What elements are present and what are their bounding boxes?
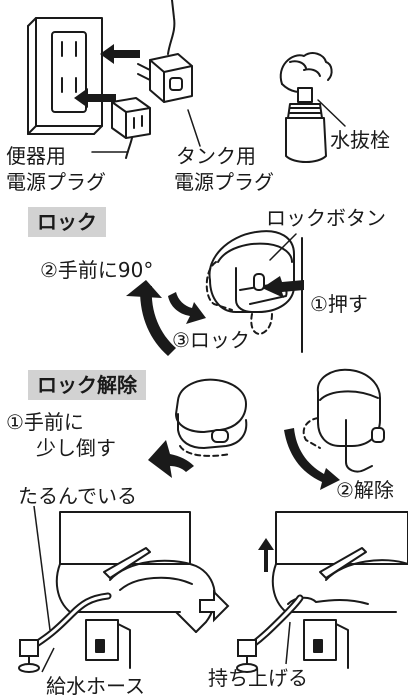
hose-slack-label: たるんでいる [18, 484, 137, 508]
lift-up-label: 持ち上げる [208, 666, 308, 690]
toilet-left-illustration [55, 511, 216, 669]
tank-power-plug [137, 0, 193, 103]
tank-plug-label-1: タンク用 [176, 144, 256, 168]
unlock-lever-left [175, 378, 248, 457]
unlock-step-1-label-1: ①手前に [6, 410, 84, 434]
hand-with-drain-plug [279, 52, 333, 163]
toilet-right-illustration [271, 511, 408, 669]
drain-plug-label: 水抜栓 [330, 128, 390, 152]
toilet-plug-label-1: 便器用 [6, 144, 66, 168]
lock-section-header: ロック [28, 207, 106, 237]
tank-plug-label-2: 電源プラグ [174, 170, 274, 194]
unlock-step-2-label: ②解除 [336, 478, 394, 502]
toilet-power-plug [111, 97, 151, 159]
unlock-lever-right [302, 368, 385, 473]
lock-step-2-label: ②手前に90° [40, 258, 154, 282]
wall-outlet [27, 17, 103, 135]
lock-step-3-label: ③ロック [172, 328, 250, 352]
lock-step-1-label: ①押す [310, 292, 368, 316]
lock-button-label: ロックボタン [266, 206, 386, 230]
unlock-step-1-label-2: 少し倒す [36, 436, 116, 460]
water-valve-left [18, 639, 40, 673]
water-valve-right [236, 639, 258, 673]
toilet-plug-label-2: 電源プラグ [6, 170, 106, 194]
water-hose-label: 給水ホース [46, 674, 145, 698]
unlock-section-header: ロック解除 [28, 370, 146, 400]
